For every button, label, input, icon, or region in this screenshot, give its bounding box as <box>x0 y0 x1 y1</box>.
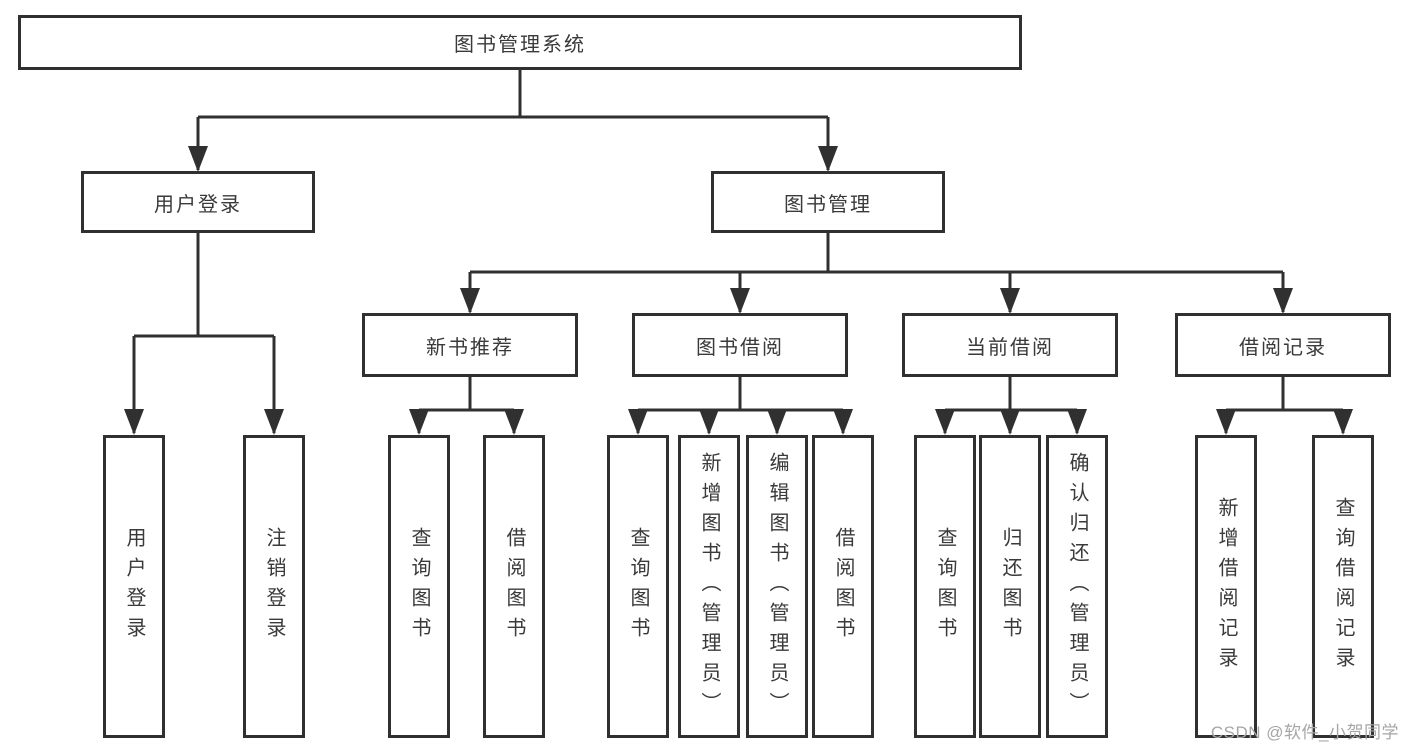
node-borrowing-records: 借阅记录 <box>1175 313 1391 377</box>
node-user-login: 用户登录 <box>81 171 315 233</box>
leaf-user-login: 用户登录 <box>103 435 165 738</box>
leaf-label: 新增图书（管理员） <box>698 451 720 722</box>
leaf-edit-book-admin: 编辑图书（管理员） <box>746 435 808 738</box>
leaf-confirm-return-admin: 确认归还（管理员） <box>1046 435 1108 738</box>
leaf-borrow-books-recommendation: 借阅图书 <box>483 435 545 738</box>
leaf-label: 借阅图书 <box>503 526 525 647</box>
leaf-label: 借阅图书 <box>832 526 854 647</box>
leaf-return-books: 归还图书 <box>979 435 1041 738</box>
leaf-label: 查询借阅记录 <box>1332 496 1354 677</box>
leaf-add-borrow-record: 新增借阅记录 <box>1195 435 1257 738</box>
node-library-management-system: 图书管理系统 <box>18 15 1022 70</box>
leaf-query-books-recommendation: 查询图书 <box>388 435 450 738</box>
leaf-label: 归还图书 <box>999 526 1021 647</box>
leaf-label: 查询图书 <box>408 526 430 647</box>
leaf-label: 查询图书 <box>934 526 956 647</box>
leaf-label: 确认归还（管理员） <box>1066 451 1088 722</box>
leaf-borrow-books-borrowing: 借阅图书 <box>812 435 874 738</box>
node-book-management: 图书管理 <box>711 171 945 233</box>
leaf-label: 编辑图书（管理员） <box>766 451 788 722</box>
leaf-label: 新增借阅记录 <box>1215 496 1237 677</box>
node-current-borrowing: 当前借阅 <box>902 313 1118 377</box>
leaf-query-borrow-record: 查询借阅记录 <box>1312 435 1374 738</box>
node-book-borrowing: 图书借阅 <box>632 313 848 377</box>
leaf-query-books-current: 查询图书 <box>914 435 976 738</box>
node-new-book-recommendation: 新书推荐 <box>362 313 578 377</box>
leaf-logout-login: 注销登录 <box>243 435 305 738</box>
leaf-label: 注销登录 <box>263 526 285 647</box>
leaf-label: 用户登录 <box>123 526 145 647</box>
csdn-watermark: CSDN @软件_小贺同学 <box>1210 723 1399 742</box>
leaf-query-books-borrowing: 查询图书 <box>607 435 669 738</box>
leaf-label: 查询图书 <box>627 526 649 647</box>
leaf-add-book-admin: 新增图书（管理员） <box>678 435 740 738</box>
